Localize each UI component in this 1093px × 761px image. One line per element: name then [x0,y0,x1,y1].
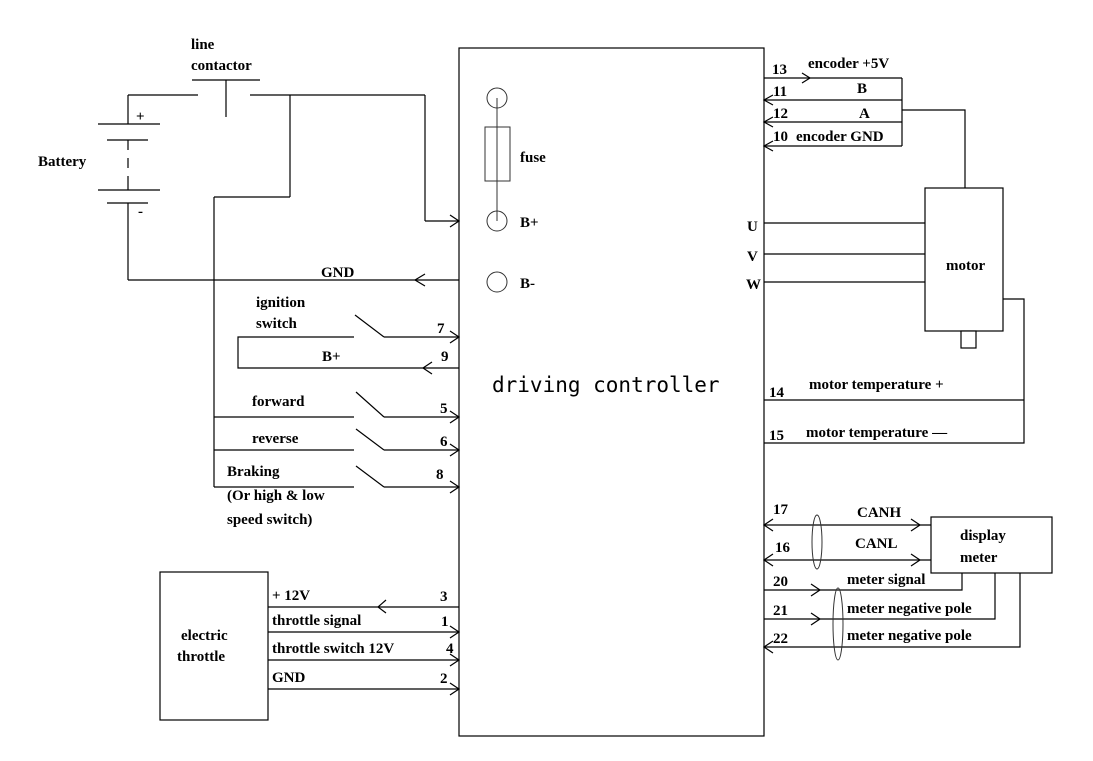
pin-3: 3 [440,589,448,605]
meter-neg-label-2: meter negative pole [847,628,972,644]
pin-22: 22 [773,631,788,647]
motor-shaft [960,330,977,349]
motor-label: motor [946,258,985,274]
pin-9-arrow [421,361,433,375]
temp-minus-wire [764,298,1025,444]
ignition-switch [354,314,385,338]
gnd-arrow [413,273,426,287]
canh-label: CANH [857,505,901,521]
braking-label-1: Braking [227,464,280,480]
pin-3-arrow [377,599,387,614]
braking-switch [355,465,385,488]
display-meter-box [930,516,1053,574]
meter-signal-wire [764,573,963,591]
bminus-terminal [486,271,508,293]
meter-neg-wire-2 [764,573,1021,648]
contactor-label-1: line [191,37,215,53]
forward-switch [355,391,385,418]
pin-12: 12 [773,106,788,122]
throttle-label-2: throttle [177,649,225,665]
phase-u: U [747,219,758,235]
phase-w: W [746,277,761,293]
canl-label: CANL [855,536,898,552]
electric-throttle-box [159,571,269,721]
bplus-label: B+ [520,215,539,231]
encoder-b-label: B [857,81,867,97]
pin-2: 2 [440,671,448,687]
phase-v: V [747,249,758,265]
pin-16: 16 [775,540,791,556]
pin-17: 17 [773,502,789,518]
bminus-label: B- [520,276,535,292]
pin-20: 20 [773,574,788,590]
reverse-label: reverse [252,431,299,447]
controller-label: driving controller [492,373,720,397]
battery-plus: + [136,109,145,125]
can-twisted-pair [811,514,823,570]
meter-twisted-pair [832,587,844,661]
pin-5: 5 [440,401,448,417]
meter-neg-label-1: meter negative pole [847,601,972,617]
throttle-wire-12v: + 12V [272,588,310,604]
reverse-switch [355,428,385,451]
forward-label: forward [252,394,305,410]
line-contactor-symbol [128,79,461,487]
fuse-label: fuse [520,150,546,166]
motor-box [924,187,1004,332]
battery-label: Battery [38,154,87,170]
braking-label-2: (Or high & low [227,488,325,504]
throttle-label-1: electric [181,628,228,644]
bplus-loop-label: B+ [322,349,341,365]
encoder-a-label: A [859,106,870,122]
gnd-label: GND [321,265,355,281]
temp-minus-label: motor temperature — [806,425,948,441]
contactor-label-2: contactor [191,58,252,74]
throttle-wire-gnd: GND [272,670,306,686]
encoder-gnd-label: encoder GND [796,129,884,145]
meter-signal-label: meter signal [847,572,925,588]
fuse-symbol [484,87,511,221]
meter-neg-wire-1 [764,573,996,620]
throttle-wire-signal: throttle signal [272,613,361,629]
pin-6: 6 [440,434,448,450]
pin-15: 15 [769,428,784,444]
throttle-wire-switch: throttle switch 12V [272,641,394,657]
pin-9: 9 [441,349,449,365]
pin-21: 21 [773,603,788,619]
encoder-wires [762,72,966,188]
braking-label-3: speed switch) [227,512,312,528]
ignition-label-1: ignition [256,295,306,311]
display-label-1: display [960,528,1006,544]
pin-7: 7 [437,321,445,337]
pin-14: 14 [769,385,785,401]
temp-plus-label: motor temperature + [809,377,944,393]
pin-4: 4 [446,641,454,657]
pin-13: 13 [772,62,787,78]
battery-minus: - [138,204,143,220]
encoder-5v-label: encoder +5V [808,56,889,72]
pin-10: 10 [773,129,788,145]
pin-8: 8 [436,467,444,483]
battery-symbol [98,95,160,280]
bplus-terminal [486,210,508,232]
pin-1: 1 [441,614,449,630]
pin-11: 11 [773,84,787,100]
ignition-label-2: switch [256,316,297,332]
display-label-2: meter [960,550,998,566]
